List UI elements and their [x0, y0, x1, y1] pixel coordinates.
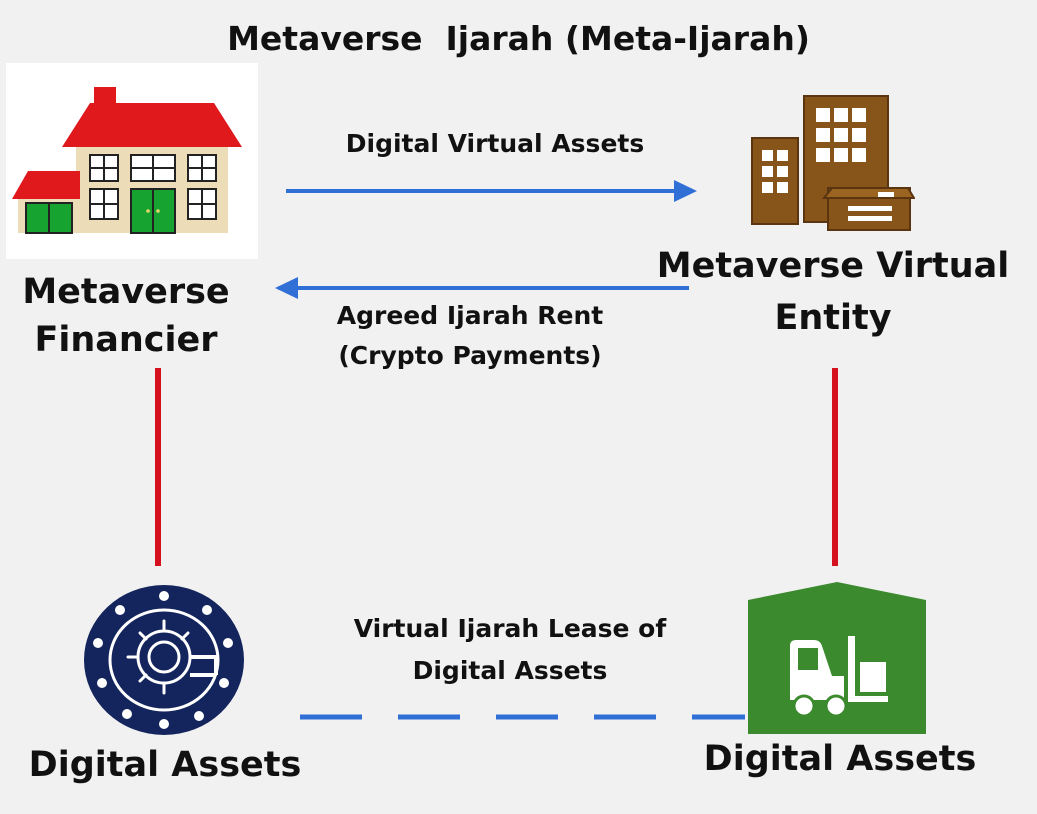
diagram-title: Metaverse Ijarah (Meta-Ijarah) — [227, 19, 810, 58]
label-agreed-ijarah-rent-line1: Agreed Ijarah Rent — [336, 301, 604, 330]
arrow-digital-virtual-assets — [286, 180, 697, 202]
warehouse-forklift-icon — [748, 582, 926, 734]
node-label-metaverse-virtual-entity: Metaverse Virtual Entity — [652, 240, 1014, 344]
office-buildings-icon — [751, 95, 915, 231]
node-label-digital-assets-right: Digital Assets — [703, 739, 977, 779]
arrow-agreed-ijarah-rent — [275, 277, 689, 299]
label-digital-virtual-assets: Digital Virtual Assets — [345, 129, 645, 158]
label-lease-line2: Digital Assets — [412, 656, 608, 685]
label-lease-line1: Virtual Ijarah Lease of — [353, 614, 667, 643]
label-virtual-ijarah-lease: Virtual Ijarah Lease of Digital Assets — [320, 608, 700, 692]
node-label-financier-line1: Metaverse — [22, 272, 230, 312]
node-label-metaverse-financier: Metaverse Financier — [0, 268, 252, 364]
house-icon — [6, 63, 258, 259]
node-label-digital-assets-left: Digital Assets — [28, 745, 302, 785]
vault-icon — [84, 585, 244, 735]
label-agreed-ijarah-rent: Agreed Ijarah Rent (Crypto Payments) — [300, 296, 640, 376]
node-label-entity-line2: Entity — [774, 298, 892, 338]
label-agreed-ijarah-rent-line2: (Crypto Payments) — [338, 341, 602, 370]
node-label-financier-line2: Financier — [34, 320, 218, 360]
node-label-entity-line1: Metaverse Virtual — [656, 246, 1010, 286]
